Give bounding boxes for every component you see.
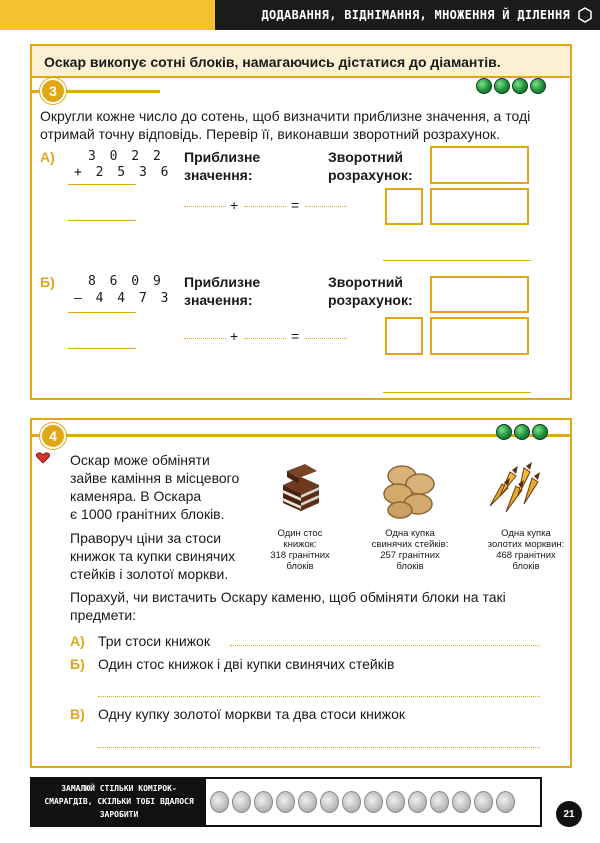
emerald-cell-icon[interactable] <box>386 791 405 813</box>
part-b-bottom-number: – 4 4 7 3 <box>74 291 172 306</box>
task-4-intro2-3: стейків і золотої моркви. <box>70 566 229 582</box>
emerald-cell-icon[interactable] <box>408 791 427 813</box>
task-4-intro2-2: книжок та купки свинячих <box>70 548 236 564</box>
task-4-intro2-1: Праворуч ціни за стоси <box>70 530 222 546</box>
part-b-approx-field-1[interactable] <box>184 338 226 339</box>
part-b-reverse-operator-box[interactable] <box>385 317 423 355</box>
question-c-label: В) <box>70 706 85 722</box>
question-a-label: А) <box>70 633 85 649</box>
task-4-intro-2: зайве каміння в місцевого <box>70 470 240 486</box>
question-a-text: Три стоси книжок <box>98 633 210 649</box>
part-b-reverse-answer-line <box>383 392 531 393</box>
part-a-top-number: 3 0 2 2 <box>88 149 164 164</box>
emerald-icon <box>532 424 548 440</box>
emerald-cell-icon[interactable] <box>298 791 317 813</box>
part-b-reverse-label-2: розрахунок: <box>328 292 413 308</box>
task-4-question-2: предмети: <box>70 607 137 623</box>
task-3-instruction-1: Округли кожне число до сотень, щоб визна… <box>40 108 531 124</box>
page-number: 21 <box>556 801 582 827</box>
part-b-approx-label-2: значення: <box>184 292 253 308</box>
books-icon <box>283 464 319 511</box>
emerald-cell-icon[interactable] <box>254 791 273 813</box>
emerald-icon <box>512 78 528 94</box>
plus-sign: + <box>230 328 239 344</box>
hexagon-icon <box>578 7 592 23</box>
question-c-text: Одну купку золотої моркви та два стоси к… <box>98 706 406 722</box>
emerald-cells-row <box>206 779 540 825</box>
part-a-approx-label-1: Приблизне <box>184 149 261 165</box>
emerald-icon <box>530 78 546 94</box>
porkchop-icon <box>383 465 435 519</box>
porkchop-caption: Одна купка свинячих стейків: 257 гранітн… <box>371 528 449 572</box>
question-b-text: Один стос книжок і дві купки свинячих ст… <box>98 656 395 672</box>
heart-icon <box>36 452 50 464</box>
task-4-box <box>30 418 572 768</box>
question-a-answer-field[interactable] <box>230 645 540 646</box>
part-a-reverse-box-2[interactable] <box>430 188 529 225</box>
task-3-number: 3 <box>40 78 66 104</box>
part-b-label: Б) <box>40 274 55 290</box>
part-b-reverse-box-2[interactable] <box>430 317 529 355</box>
question-b-answer-field[interactable] <box>98 696 540 697</box>
part-b-answer-line <box>68 348 136 349</box>
emerald-icon <box>476 78 492 94</box>
task-4-accent-bar <box>30 434 572 437</box>
part-a-bottom-number: + 2 5 3 6 <box>74 165 172 180</box>
part-a-approx-field-1[interactable] <box>184 206 226 207</box>
emerald-cell-icon[interactable] <box>232 791 251 813</box>
part-a-label: А) <box>40 149 55 165</box>
part-a-approx-label-2: значення: <box>184 167 253 183</box>
emerald-cell-icon[interactable] <box>474 791 493 813</box>
task-4-intro-4: є 1000 гранітних блоків. <box>70 506 225 522</box>
part-a-reverse-box-1[interactable] <box>430 146 529 184</box>
part-a-reverse-answer-line <box>383 260 531 261</box>
part-a-approx-result[interactable] <box>305 206 347 207</box>
task-4-intro-3: каменяра. В Оскара <box>70 488 202 504</box>
emerald-cell-icon[interactable] <box>276 791 295 813</box>
emerald-cell-icon[interactable] <box>496 791 515 813</box>
part-a-reverse-label-2: розрахунок: <box>328 167 413 183</box>
plus-sign: + <box>230 197 239 213</box>
part-b-top-number: 8 6 0 9 <box>88 274 164 289</box>
part-a-sum-line <box>68 184 136 185</box>
task-3-accent-bar <box>30 90 160 93</box>
books-caption: Один стос книжок: 318 гранітних блоків <box>270 528 330 572</box>
part-b-reverse-box-1[interactable] <box>430 276 529 313</box>
task-3-gems <box>476 78 546 94</box>
emerald-icon <box>496 424 512 440</box>
part-a-answer-line <box>68 220 136 221</box>
part-b-approx-result[interactable] <box>305 338 347 339</box>
task-3-title: Оскар викопує сотні блоків, намагаючись … <box>32 46 570 78</box>
task-4-number: 4 <box>40 423 66 449</box>
emerald-cell-icon[interactable] <box>210 791 229 813</box>
part-a-approx-field-2[interactable] <box>244 206 286 207</box>
golden-carrot-caption: Одна купка золотих морквин: 468 гранітни… <box>487 528 565 572</box>
golden-carrot-icon <box>489 462 540 513</box>
section-title-banner: ДОДАВАННЯ, ВІДНІМАННЯ, МНОЖЕННЯ Й ДІЛЕНН… <box>215 0 600 30</box>
part-b-reverse-label-1: Зворотний <box>328 274 404 290</box>
part-b-approx-label-1: Приблизне <box>184 274 261 290</box>
emerald-cell-icon[interactable] <box>320 791 339 813</box>
emerald-cell-icon[interactable] <box>452 791 471 813</box>
task-4-intro-1: Оскар може обміняти <box>70 452 210 468</box>
section-title: ДОДАВАННЯ, ВІДНІМАННЯ, МНОЖЕННЯ Й ДІЛЕНН… <box>261 8 570 22</box>
task-3-instruction-2: отримай точну відповідь. Перевір її, вик… <box>40 126 500 142</box>
emerald-icon <box>494 78 510 94</box>
question-c-answer-field[interactable] <box>98 747 540 748</box>
part-b-approx-field-2[interactable] <box>244 338 286 339</box>
footer-instruction: ЗАМАЛЮЙ СТІЛЬКИ КОМІРОК- СМАРАГДІВ, СКІЛ… <box>34 779 204 825</box>
emerald-cell-icon[interactable] <box>430 791 449 813</box>
part-a-reverse-operator-box[interactable] <box>385 188 423 225</box>
emerald-cell-icon[interactable] <box>342 791 361 813</box>
equals-sign: = <box>291 197 300 213</box>
task-4-question-1: Порахуй, чи вистачить Оскару каменю, щоб… <box>70 589 506 605</box>
task-4-gems <box>496 424 548 440</box>
part-b-diff-line <box>68 312 136 313</box>
part-a-reverse-label-1: Зворотний <box>328 149 404 165</box>
emerald-icon <box>514 424 530 440</box>
equals-sign: = <box>291 328 300 344</box>
emerald-cell-icon[interactable] <box>364 791 383 813</box>
question-b-label: Б) <box>70 656 85 672</box>
